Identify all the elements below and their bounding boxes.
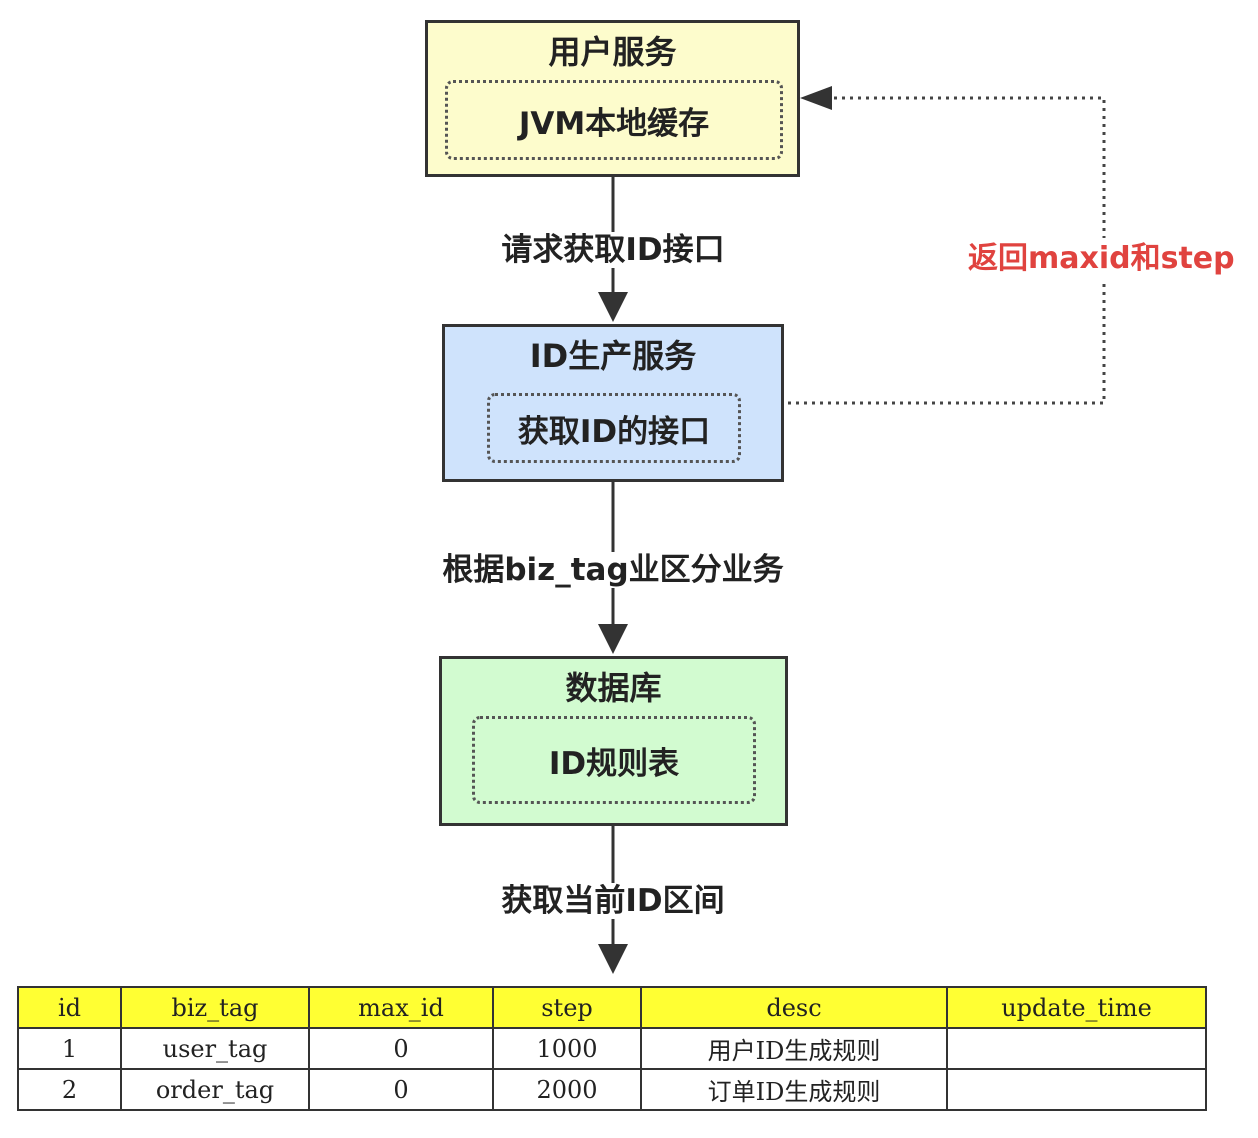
return-path-arrowhead (800, 86, 832, 110)
id-service-title: ID生产服务 (529, 337, 697, 375)
cell-update-time (946, 1068, 1207, 1111)
cell-max-id: 0 (308, 1068, 494, 1111)
column-header-desc: desc (640, 986, 948, 1029)
column-header-max-id: max_id (308, 986, 494, 1029)
cell-update-time (946, 1027, 1207, 1070)
user-service-title: 用户服务 (548, 33, 677, 71)
column-header-step: step (492, 986, 642, 1029)
column-header-biz-tag: biz_tag (120, 986, 310, 1029)
cell-desc: 用户ID生成规则 (640, 1027, 948, 1070)
cell-max-id: 0 (308, 1027, 494, 1070)
id-rule-table-inner: ID规则表 (472, 716, 756, 804)
table-header-row: id biz_tag max_id step desc update_time (17, 986, 1207, 1029)
database-node: 数据库 ID规则表 (439, 656, 788, 826)
edge-label-request-id-text: 请求获取ID接口 (499, 232, 727, 268)
cell-biz-tag: user_tag (120, 1027, 310, 1070)
cell-biz-tag: order_tag (120, 1068, 310, 1111)
column-header-update-time: update_time (946, 986, 1207, 1029)
edge-label-by-biz-tag-text: 根据biz_tag业区分业务 (440, 552, 786, 588)
edge-label-request-id: 请求获取ID接口 (413, 230, 813, 270)
edge-label-get-range: 获取当前ID区间 (413, 881, 813, 921)
id-rule-table: id biz_tag max_id step desc update_time … (17, 986, 1207, 1111)
id-service-node: ID生产服务 获取ID的接口 (442, 324, 784, 482)
jvm-cache-inner: JVM本地缓存 (445, 80, 783, 160)
edge-label-get-range-text: 获取当前ID区间 (499, 883, 727, 919)
get-id-api-inner: 获取ID的接口 (487, 393, 741, 463)
cell-id: 2 (17, 1068, 122, 1111)
return-maxid-step-label: 返回maxid和step (966, 238, 1237, 280)
table-row: 1 user_tag 0 1000 用户ID生成规则 (17, 1027, 1207, 1070)
user-service-node: 用户服务 JVM本地缓存 (425, 20, 800, 177)
cell-step: 1000 (492, 1027, 642, 1070)
table-row: 2 order_tag 0 2000 订单ID生成规则 (17, 1068, 1207, 1111)
edge-label-by-biz-tag: 根据biz_tag业区分业务 (413, 550, 813, 590)
column-header-id: id (17, 986, 122, 1029)
cell-step: 2000 (492, 1068, 642, 1111)
database-title: 数据库 (565, 669, 662, 707)
cell-id: 1 (17, 1027, 122, 1070)
cell-desc: 订单ID生成规则 (640, 1068, 948, 1111)
